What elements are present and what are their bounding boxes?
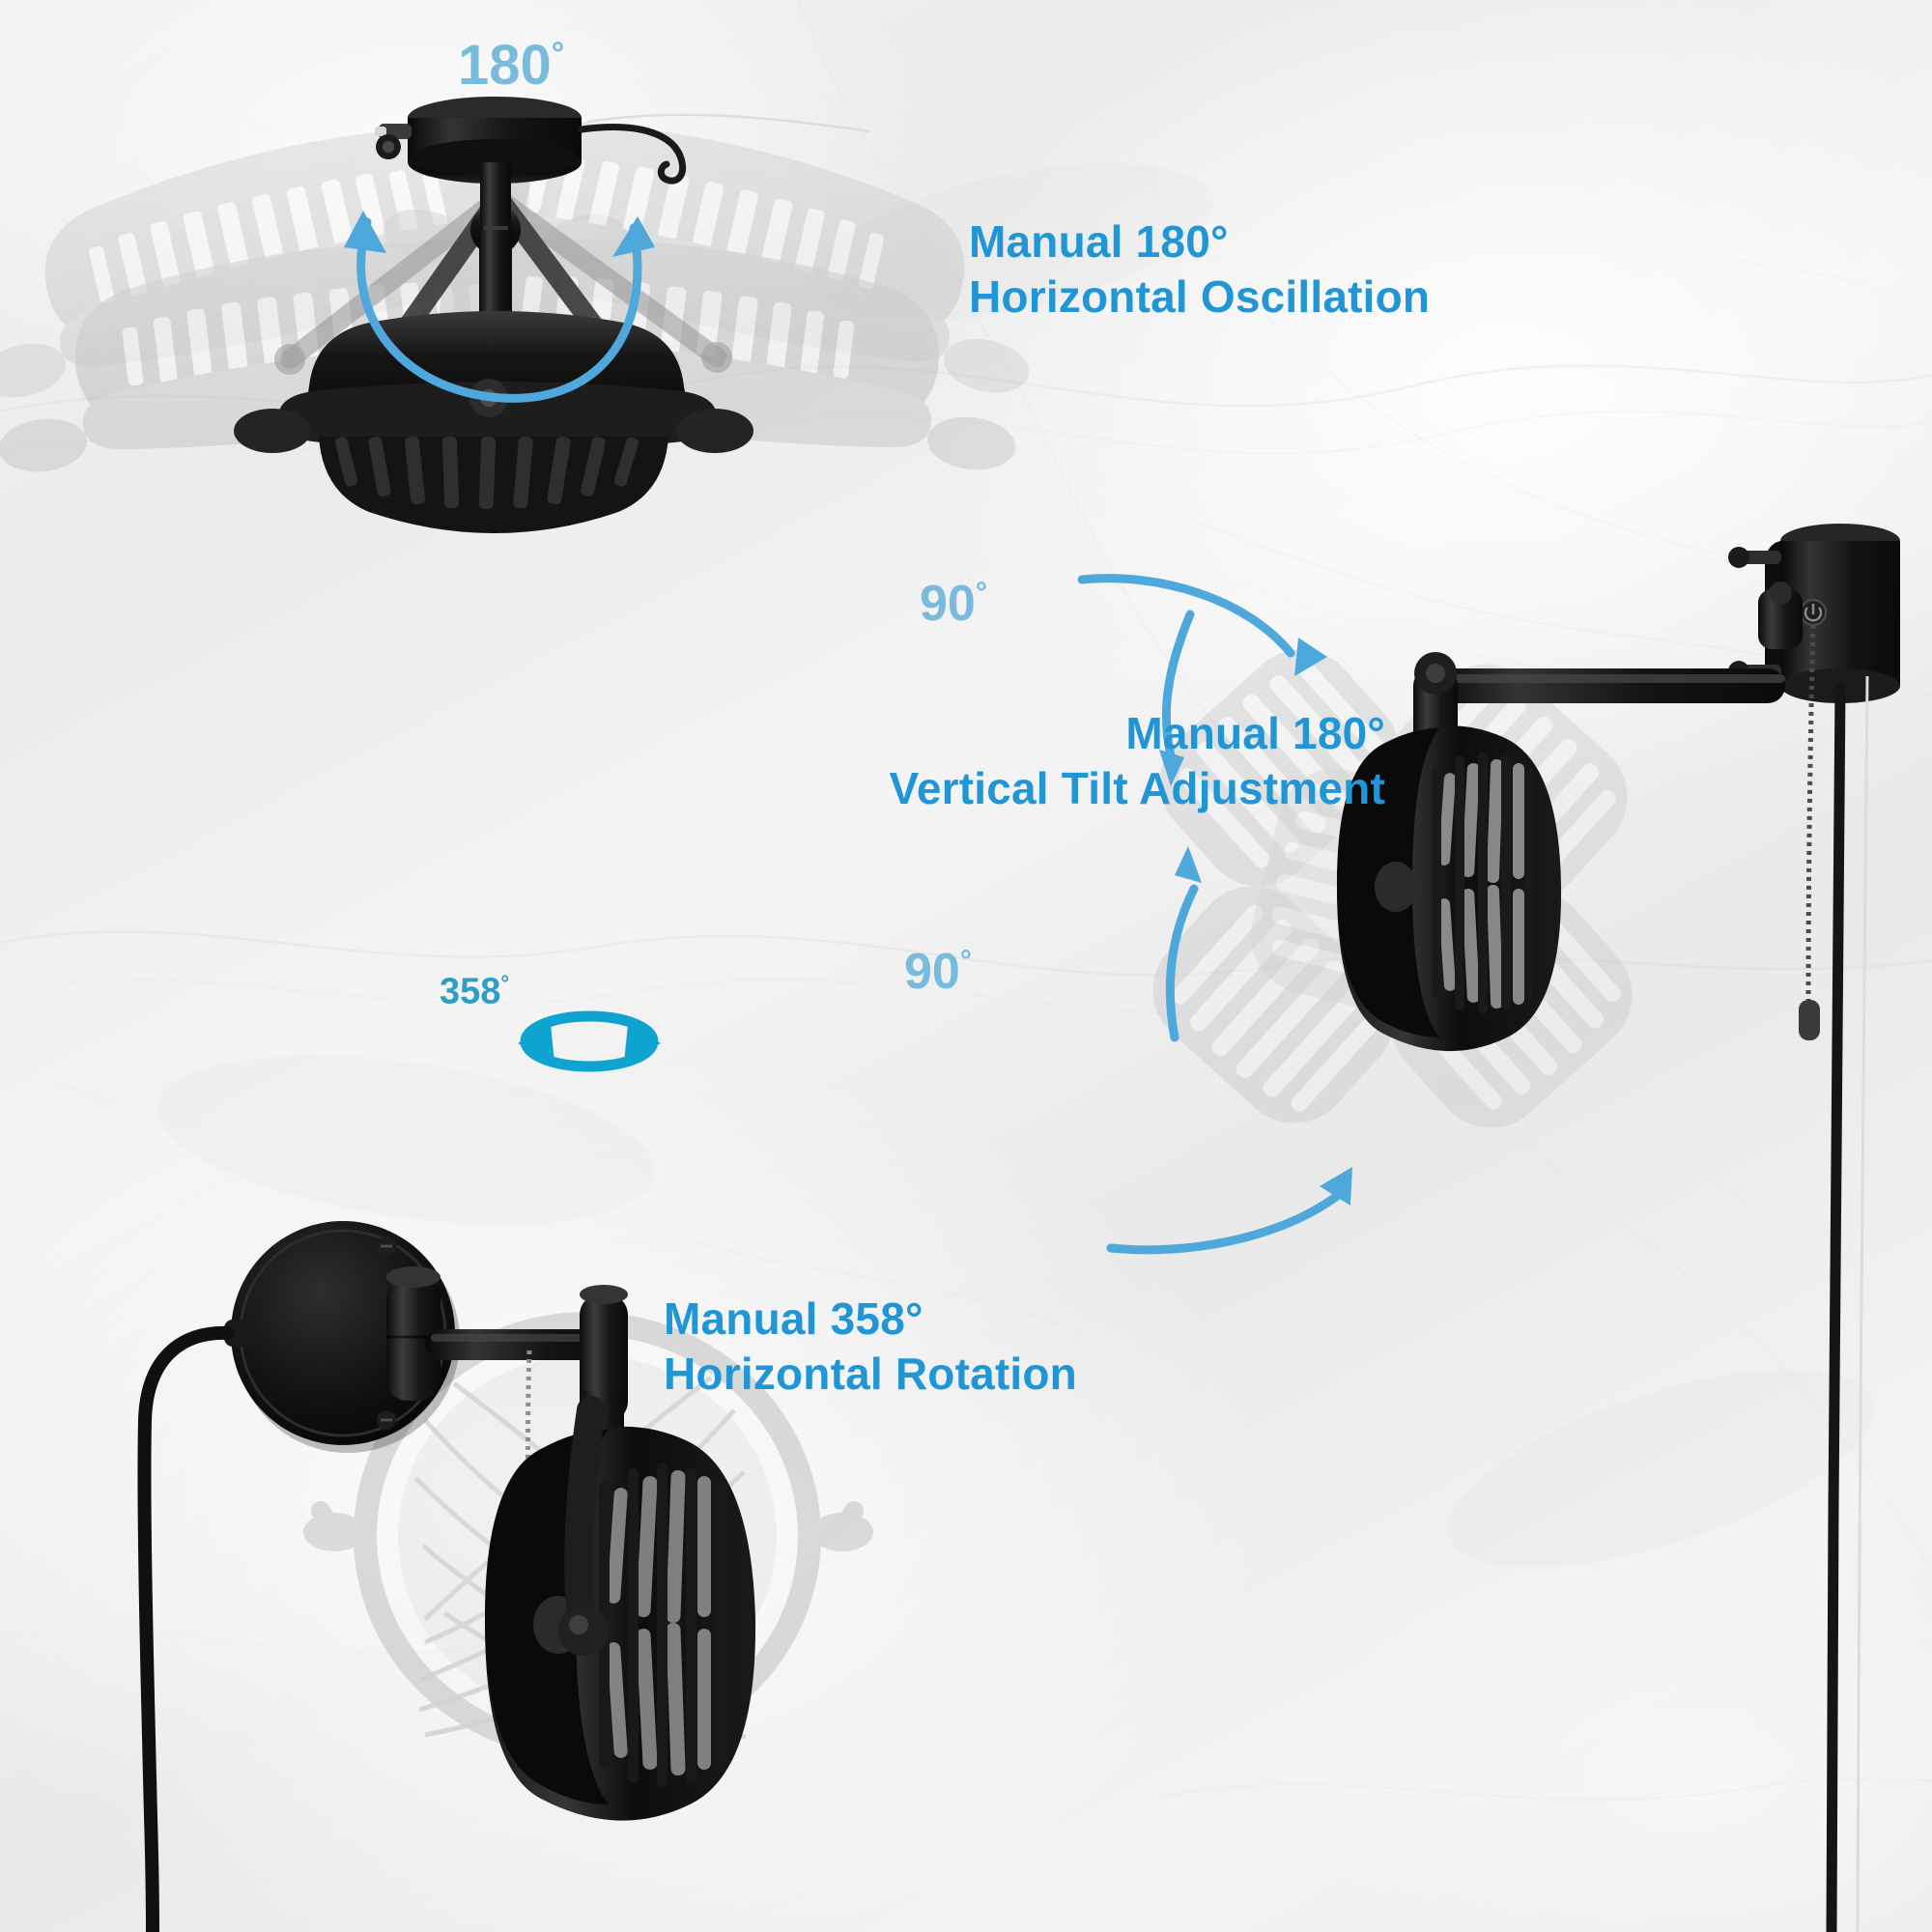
caption-line-2: Horizontal Rotation bbox=[664, 1349, 1077, 1400]
caption-line-1: Manual 358° bbox=[664, 1293, 923, 1344]
angle-label-180-oscillation: 180° bbox=[458, 34, 565, 97]
caption-line-2: Horizontal Oscillation bbox=[969, 271, 1431, 323]
caption-vertical-tilt: Manual 180° Vertical Tilt Adjustment bbox=[477, 706, 1385, 816]
caption-horizontal-rotation: Manual 358° Horizontal Rotation bbox=[664, 1292, 1077, 1402]
caption-line-1: Manual 180° bbox=[969, 216, 1229, 267]
caption-line-1: Manual 180° bbox=[1125, 708, 1385, 758]
angle-label-90-lower: 90° bbox=[904, 944, 972, 1000]
caption-horizontal-oscillation: Manual 180° Horizontal Oscillation bbox=[969, 214, 1430, 325]
angle-label-90-upper: 90° bbox=[920, 576, 987, 632]
angle-label-358-rotation: 358° bbox=[440, 971, 510, 1012]
caption-line-2: Vertical Tilt Adjustment bbox=[889, 763, 1385, 814]
